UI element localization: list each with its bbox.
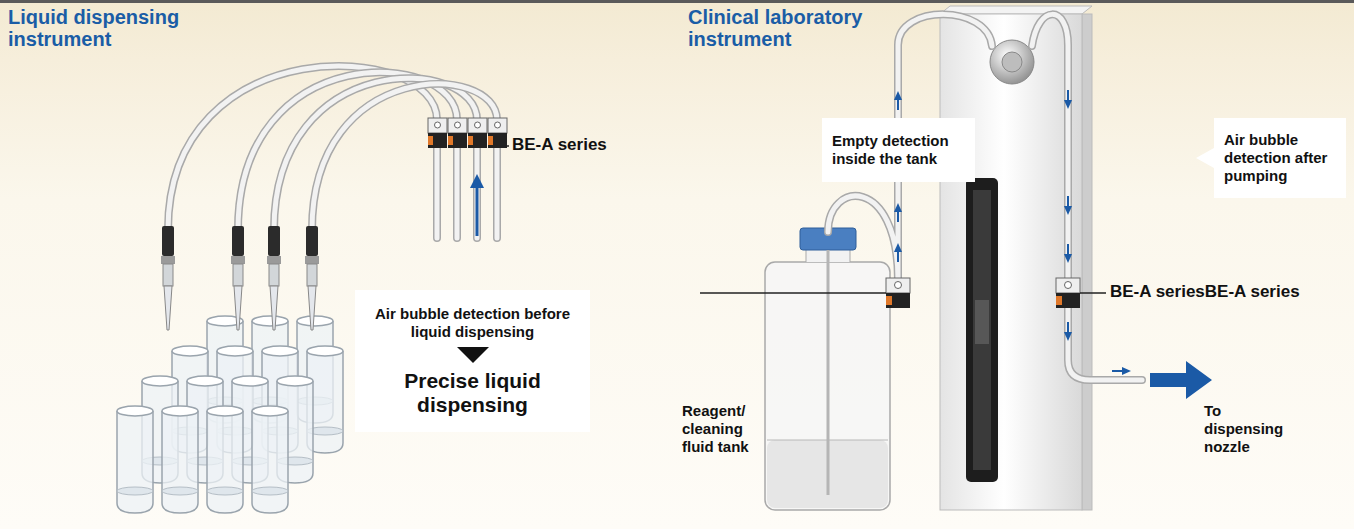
test-tubes <box>117 316 343 513</box>
callout-box: Empty detection inside the tank <box>822 118 975 182</box>
sensors <box>428 118 507 148</box>
callout-box: Air bubble detection after pumping <box>1214 118 1346 198</box>
condition-text: Air bubble detection before liquid dispe… <box>365 305 580 341</box>
result-text: Precise liquid dispensing <box>365 369 580 417</box>
part-label: BE-A seriesBE-A series <box>1110 282 1300 302</box>
callout-text: Empty detection inside the tank <box>832 132 965 168</box>
tubing <box>828 14 1142 380</box>
annotation-label: Reagent/ cleaning fluid tank <box>682 402 772 456</box>
callout-text: Air bubble detection after pumping <box>1224 131 1336 185</box>
result-triangle <box>457 347 489 363</box>
leader-line <box>700 292 886 294</box>
sensors <box>886 278 1080 308</box>
reagent-bottle <box>765 228 890 510</box>
result-box: Air bubble detection before liquid dispe… <box>355 290 590 432</box>
panel-heading: Clinical laboratory instrument <box>688 6 893 50</box>
instrument-panel: Liquid dispensing instrumentAir bubble d… <box>0 0 668 529</box>
instrument-panel: Clinical laboratory instrumentEmpty dete… <box>680 0 1354 529</box>
flow-arrow <box>470 174 484 236</box>
panel-heading: Liquid dispensing instrument <box>8 6 213 50</box>
leader-line <box>500 145 509 147</box>
top-rule <box>0 0 1354 3</box>
nozzles <box>161 226 319 330</box>
callout-tail <box>1196 148 1214 168</box>
annotation-label: To dispensing nozzle <box>1204 402 1299 456</box>
outlet-arrow <box>1150 361 1212 399</box>
tubing <box>168 66 497 238</box>
leader-line <box>1080 292 1106 294</box>
part-label: BE-A series <box>512 135 607 155</box>
